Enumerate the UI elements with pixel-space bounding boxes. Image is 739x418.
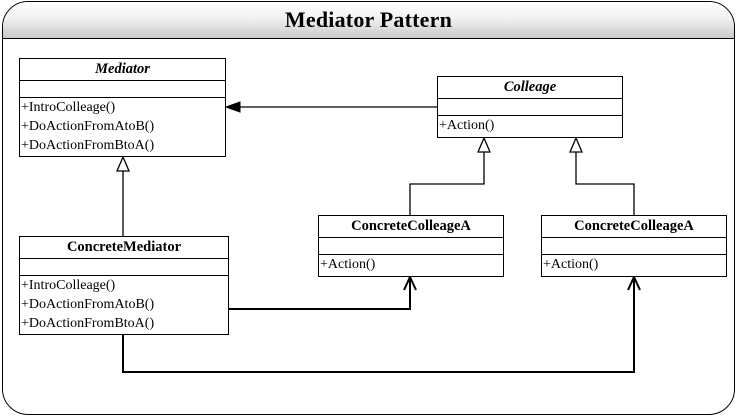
attributes-compartment bbox=[20, 259, 228, 276]
class-name: ConcreteColleageA bbox=[319, 216, 503, 238]
association-mediator-to-colleagea1 bbox=[229, 279, 411, 310]
hollow-triangle-icon bbox=[569, 136, 583, 153]
operation: +DoActionFromAtoB() bbox=[21, 297, 155, 312]
attributes-compartment bbox=[20, 81, 225, 98]
operations-compartment: +IntroColleage() +DoActionFromAtoB() +Do… bbox=[20, 98, 225, 155]
operations-compartment: +Action() bbox=[542, 255, 726, 274]
diagram-title: Mediator Pattern bbox=[284, 7, 453, 32]
operation: +IntroColleage() bbox=[21, 278, 116, 293]
title-bar: Mediator Pattern bbox=[3, 2, 734, 39]
class-name: Mediator bbox=[20, 59, 225, 81]
class-name: Colleage bbox=[438, 77, 622, 99]
class-mediator: Mediator +IntroColleage() +DoActionFromA… bbox=[19, 58, 226, 157]
operations-compartment: +IntroColleage() +DoActionFromAtoB() +Do… bbox=[20, 276, 228, 333]
operation: +Action() bbox=[439, 118, 495, 133]
attributes-compartment bbox=[438, 99, 622, 116]
open-arrowhead-icon bbox=[403, 274, 417, 291]
attributes-compartment bbox=[319, 238, 503, 255]
operation: +DoActionFromAtoB() bbox=[21, 119, 155, 134]
class-name: ConcreteColleageA bbox=[542, 216, 726, 238]
class-concrete-mediator: ConcreteMediator +IntroColleage() +DoAct… bbox=[19, 236, 229, 335]
operation: +IntroColleage() bbox=[21, 100, 116, 115]
generalization-colleagea2-to-colleage bbox=[575, 152, 635, 215]
open-arrowhead-icon bbox=[627, 274, 641, 291]
operations-compartment: +Action() bbox=[438, 116, 622, 135]
class-concrete-colleage-a-2: ConcreteColleageA +Action() bbox=[541, 215, 727, 277]
operation: +Action() bbox=[320, 257, 376, 272]
hollow-triangle-icon bbox=[116, 155, 130, 172]
operation: +DoActionFromBtoA() bbox=[21, 316, 155, 331]
hollow-triangle-icon bbox=[477, 136, 491, 153]
generalization-colleagea1-to-colleage bbox=[409, 152, 485, 215]
operations-compartment: +Action() bbox=[319, 255, 503, 274]
attributes-compartment bbox=[542, 238, 726, 255]
association-mediator-to-colleagea2 bbox=[122, 279, 635, 373]
class-name: ConcreteMediator bbox=[20, 237, 228, 259]
operation: +DoActionFromBtoA() bbox=[21, 138, 155, 153]
class-colleage: Colleage +Action() bbox=[437, 76, 623, 138]
arrowhead-filled-icon bbox=[224, 101, 241, 113]
class-concrete-colleage-a-1: ConcreteColleageA +Action() bbox=[318, 215, 504, 277]
operation: +Action() bbox=[543, 257, 599, 272]
